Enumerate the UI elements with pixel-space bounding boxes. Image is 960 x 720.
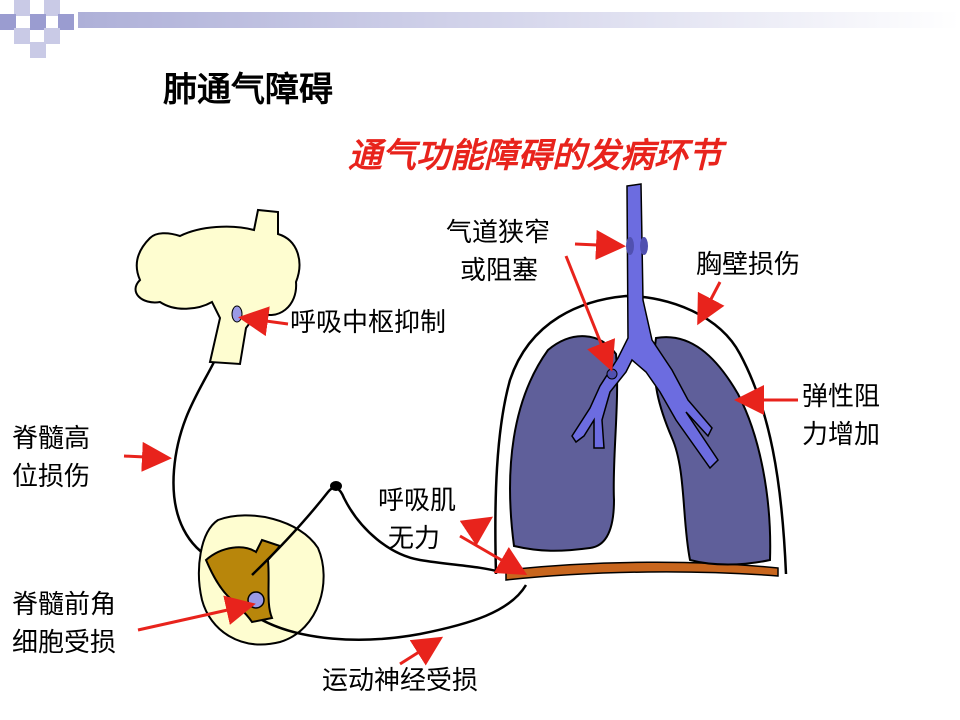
diaphragm bbox=[505, 561, 779, 581]
arrow-airway-lower bbox=[564, 255, 616, 372]
label-airway-line2: 或阻塞 bbox=[460, 256, 539, 286]
label-spinal-high-line2: 位损伤 bbox=[12, 462, 91, 492]
label-airway-line1: 气道狭窄 bbox=[446, 218, 551, 248]
header-gradient-bar bbox=[78, 12, 960, 28]
label-anterior-horn-line2: 细胞受损 bbox=[12, 628, 117, 658]
arrow-anterior-horn bbox=[137, 595, 256, 632]
label-chest-wall: 胸壁损伤 bbox=[696, 250, 801, 280]
label-muscle-line1: 呼吸肌 bbox=[378, 486, 457, 516]
arrow-respiratory-center bbox=[238, 306, 289, 337]
label-elastic-resistance: 弹性阻 力增加 bbox=[802, 378, 880, 454]
label-elastic-line1: 弹性阻 bbox=[802, 382, 881, 412]
arrow-chest-wall bbox=[697, 281, 725, 326]
annotation-arrows bbox=[123, 229, 798, 666]
nerve-knob bbox=[330, 481, 342, 491]
arrow-spinal-high bbox=[123, 441, 172, 472]
nerve-upper-branch bbox=[251, 486, 501, 576]
left-lung bbox=[509, 335, 619, 552]
spinal-cord-line bbox=[172, 361, 216, 562]
arrow-motor-nerve bbox=[399, 636, 444, 666]
label-elastic-line2: 力增加 bbox=[802, 420, 881, 450]
label-respiratory-muscle: 呼吸肌 无力 bbox=[378, 482, 456, 558]
label-spinal-high: 脊髓高 位损伤 bbox=[12, 420, 90, 496]
label-spinal-high-line1: 脊髓高 bbox=[12, 424, 91, 454]
label-motor-nerve: 运动神经受损 bbox=[322, 666, 479, 696]
motor-nerve-line bbox=[261, 584, 528, 641]
label-anterior-horn-line1: 脊髓前角 bbox=[12, 590, 117, 620]
label-anterior-horn: 脊髓前角 细胞受损 bbox=[12, 586, 116, 662]
label-muscle-line2: 无力 bbox=[388, 524, 441, 554]
label-respiratory-center: 呼吸中枢抑制 bbox=[290, 308, 447, 338]
page-title: 肺通气障碍 bbox=[163, 70, 333, 110]
diagram-subtitle: 通气功能障碍的发病环节 bbox=[348, 136, 722, 176]
corner-decoration bbox=[0, 0, 74, 58]
brain-shape bbox=[134, 208, 301, 366]
arrow-muscle-lower bbox=[459, 534, 528, 576]
arrow-airway-upper bbox=[574, 229, 626, 260]
spinal-cross-section bbox=[197, 514, 325, 646]
arrow-muscle-upper bbox=[459, 516, 493, 546]
label-airway: 气道狭窄 或阻塞 bbox=[446, 214, 550, 290]
chest-wall-outline bbox=[494, 294, 788, 575]
